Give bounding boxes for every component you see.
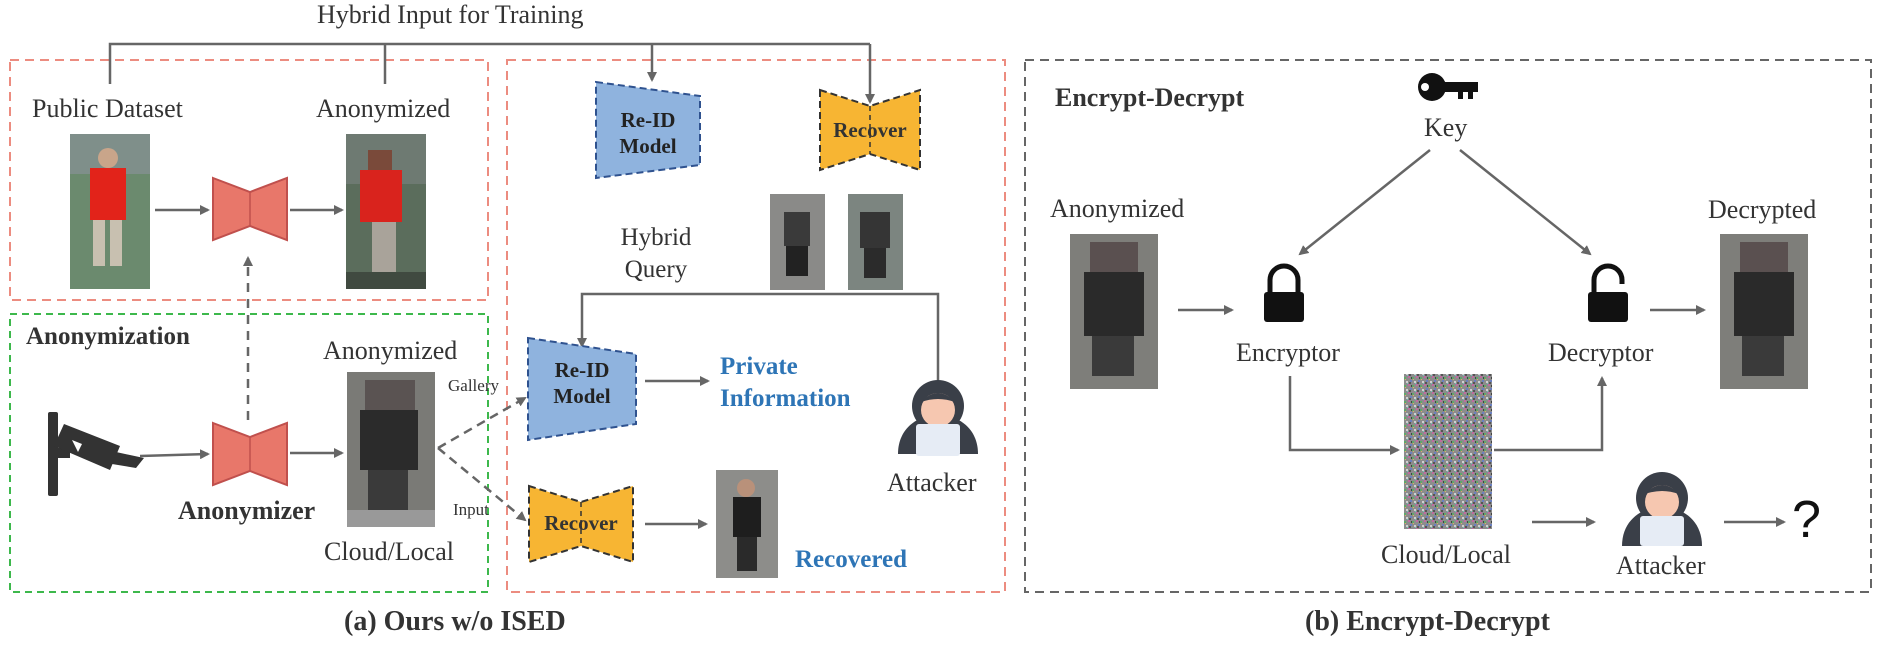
encrypted-noise-image [1404, 374, 1492, 529]
attack-box [506, 59, 1006, 593]
decryptor-label: Decryptor [1548, 338, 1654, 367]
decrypted-image [1720, 234, 1808, 389]
arrow-encryptor-to-cloud [1288, 376, 1400, 455]
hybrid-input-label: Hybrid Input for Training [317, 0, 584, 29]
gallery-arrow [437, 396, 527, 450]
attacker-right-label: Attacker [1616, 551, 1706, 580]
caption-b: (b) Encrypt-Decrypt [1305, 606, 1550, 637]
recover-top-label: Recover [833, 118, 907, 142]
recover-top-shape [819, 88, 921, 172]
lock-open-icon [1588, 263, 1628, 322]
anonymization-box [9, 313, 489, 593]
arrow-cloud-to-decryptor [1494, 376, 1607, 452]
input-label: Input [453, 500, 489, 519]
hybrid-input-connector [108, 42, 875, 104]
reid-model-mid-label: Re-ID Model [553, 358, 611, 408]
anonymized-mid-image [347, 372, 435, 527]
attacker-icon-right [1622, 472, 1702, 546]
anonymizer-label: Anonymizer [178, 496, 316, 525]
gallery-label: Gallery [448, 376, 499, 395]
decrypted-label: Decrypted [1708, 195, 1817, 224]
camera-icon [48, 412, 144, 496]
encrypt-decrypt-box [1024, 59, 1872, 593]
hybrid-query-image-1 [770, 194, 825, 290]
anonymized-right-label: Anonymized [1050, 194, 1185, 223]
cloud-local-right-label: Cloud/Local [1381, 540, 1511, 569]
anonymized-mid-label: Anonymized [323, 336, 458, 365]
recovered-image [716, 470, 778, 578]
reid-model-mid-shape [527, 336, 637, 442]
key-label: Key [1424, 113, 1468, 142]
private-information-label: Private Information [720, 353, 851, 412]
public-dataset-image [70, 134, 150, 289]
question-mark: ? [1792, 491, 1821, 549]
anonymization-title: Anonymization [26, 323, 190, 350]
input-arrow [437, 447, 527, 522]
encrypt-decrypt-title: Encrypt-Decrypt [1055, 83, 1245, 112]
caption-a: (a) Ours w/o ISED [344, 606, 566, 637]
attacker-query-connector [577, 292, 940, 382]
anonymized-right-image [1070, 234, 1158, 389]
hybrid-query-label: Hybrid Query [620, 224, 692, 283]
arrow-key-to-encryptor [1298, 149, 1431, 256]
reid-model-top-shape [595, 80, 701, 180]
arrow-key-to-decryptor [1459, 149, 1592, 256]
reid-model-top-label: Re-ID Model [619, 108, 677, 158]
anonymized-top-image [346, 134, 426, 289]
arrow-camera-to-anonymizer [139, 449, 210, 460]
recovered-label: Recovered [795, 546, 907, 573]
attacker-left-label: Attacker [887, 468, 977, 497]
attacker-icon-left [898, 380, 978, 456]
hybrid-query-image-2 [848, 194, 903, 290]
public-dataset-label: Public Dataset [32, 94, 183, 123]
anonymized-top-label: Anonymized [316, 94, 451, 123]
cloud-local-left-label: Cloud/Local [324, 537, 454, 566]
lock-closed-icon [1264, 263, 1304, 322]
recover-bottom-label: Recover [544, 511, 618, 535]
encryptor-label: Encryptor [1236, 338, 1340, 367]
key-icon [1418, 73, 1478, 101]
